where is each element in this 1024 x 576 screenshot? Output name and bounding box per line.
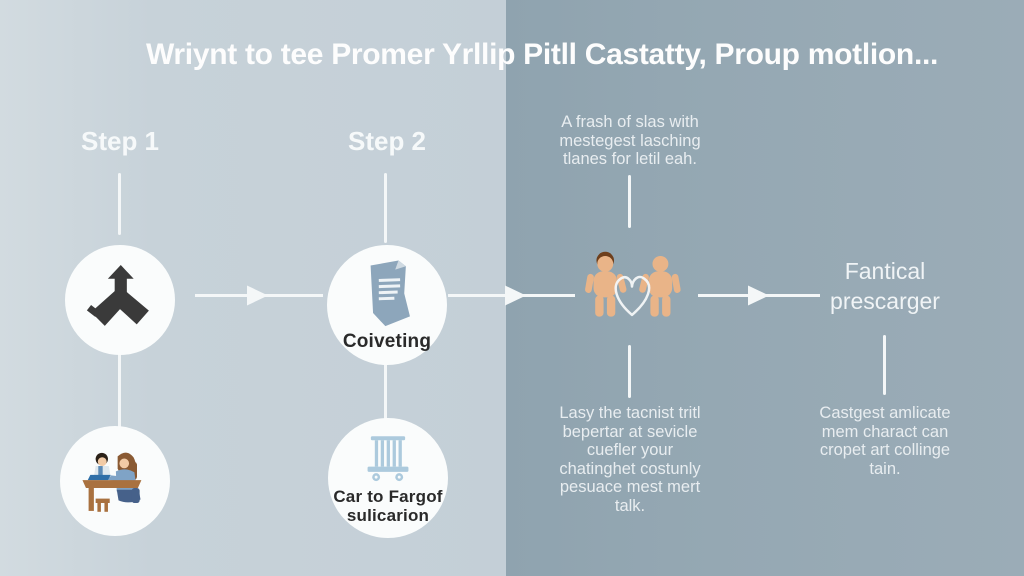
step1-bottom-circle [60, 426, 170, 536]
arrow-right-icon [448, 285, 575, 306]
step1-mid-connector-line [118, 350, 121, 432]
step1-top-connector-line [118, 173, 121, 235]
step2-bottom-circle: Car to Fargof sulicarion [328, 418, 448, 538]
flow-arrow-2 [448, 284, 575, 308]
infographic-title: Wriynt to tee Promer Yrllip Pitll Castat… [145, 38, 939, 71]
middle-bottom-paragraph: Lasy the tacnist tritl bepertar at sevic… [559, 404, 701, 515]
arrow-right-icon [195, 285, 323, 306]
heart-outline-icon [614, 275, 651, 317]
document-icon [370, 260, 410, 327]
two-people-heart-icon [585, 251, 681, 317]
step2-top-circle: Coiveting [327, 245, 447, 365]
step2-mid-connector-line [384, 360, 387, 422]
step2-top-connector-line [384, 173, 387, 243]
step1-top-circle [65, 245, 175, 355]
step1-label: Step 1 [80, 126, 160, 156]
branching-arrows-icon [86, 265, 149, 326]
middle-top-paragraph: A frash of slas with mestegest lasching … [559, 113, 701, 168]
right-connector-line [883, 335, 886, 395]
background-right-panel [506, 0, 1024, 576]
middle-top-connector-line [628, 175, 631, 228]
step2-top-circle-label: Coiveting [342, 331, 432, 353]
step2-bottom-circle-label: Car to Fargof sulicarion [333, 486, 443, 525]
arrow-right-icon [698, 285, 820, 306]
middle-bottom-connector-line [628, 345, 631, 398]
right-heading: Fantical prescarger [830, 258, 940, 314]
step2-label: Step 2 [347, 126, 427, 156]
right-paragraph: Castgest amlicate mem charact can cropet… [819, 404, 951, 478]
middle-figures [573, 248, 691, 345]
cart-icon [367, 436, 409, 482]
tutoring-people-icon [82, 452, 142, 512]
flow-arrow-1 [195, 284, 323, 308]
flow-arrow-3 [698, 284, 820, 308]
